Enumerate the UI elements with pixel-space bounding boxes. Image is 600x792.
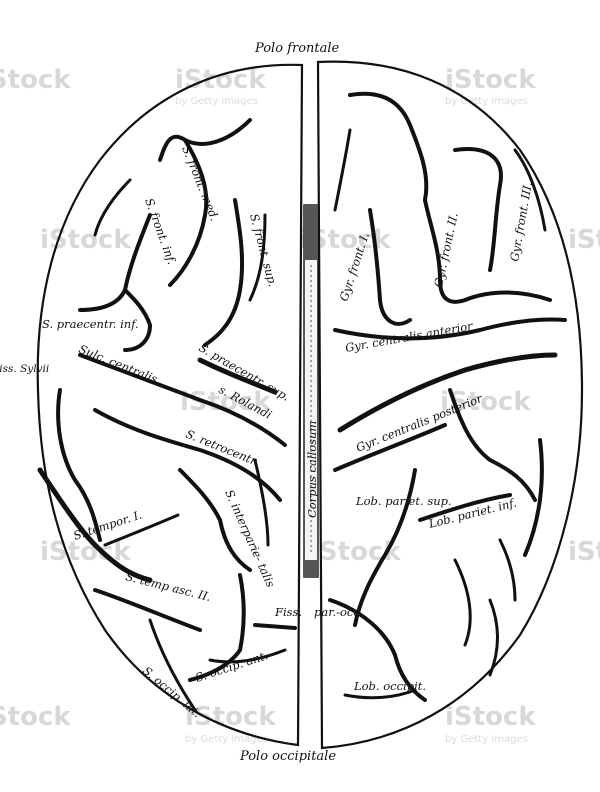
- left-sulci: [37, 118, 297, 712]
- watermark-brand: iStock: [445, 65, 536, 95]
- label-s-interparietalis: S. interparie- talis: [222, 488, 278, 590]
- right-hemisphere-outline: [316, 60, 584, 750]
- label-s-front-sup: S. front. sup.: [247, 212, 280, 288]
- corpus-callosum-strip: [303, 204, 319, 578]
- label-lob-occipit: Lob. occipit.: [353, 679, 426, 693]
- watermark-sub: by Getty Images: [445, 96, 528, 107]
- label-fiss: Fiss.: [274, 605, 302, 619]
- watermark-sub: by Getty Images: [185, 734, 268, 745]
- label-s-front-med: S. front. med.: [179, 144, 222, 223]
- right-sulci: [328, 91, 567, 702]
- label-s-praecentr-inf: S. praecentr. inf.: [42, 317, 139, 331]
- label-lob-pariet-sup: Lob. pariet. sup.: [355, 494, 452, 508]
- label-fiss-sylvii: Fiss. Sylvii: [0, 363, 49, 375]
- label-s-front-inf: S. front. inf.: [142, 196, 179, 266]
- label-corpus-callosum: Corpus callosum: [305, 421, 319, 518]
- watermark-brand: iStock: [180, 387, 271, 417]
- watermark-brand: iStock: [568, 537, 600, 567]
- label-gyr-front-iii: Gyr. front. III.: [507, 181, 535, 263]
- watermark-brand: iStock: [185, 702, 276, 732]
- watermark-sub: by Getty Images: [175, 96, 258, 107]
- label-polo-occipitale: Polo occipitale: [239, 749, 336, 764]
- label-gyr-centralis-posterior: Gyr. centralis posterior: [354, 391, 486, 455]
- watermark-brand: iStock: [445, 702, 536, 732]
- label-s-temp-asc-ii: S. temp asc. II.: [124, 569, 212, 604]
- label-polo-frontale: Polo frontale: [254, 41, 340, 56]
- label-par-occ: par.-occ.: [314, 605, 363, 619]
- label-sulc-centralis: Sulc. centralis: [77, 342, 160, 386]
- watermark-sub: by Getty Images: [445, 734, 528, 745]
- watermark-brand: iStock: [175, 65, 266, 95]
- left-hemisphere-outline: [36, 63, 304, 747]
- watermark-brand: iStock: [568, 225, 600, 255]
- label-s-occip-ant: S. occip. ant.: [194, 648, 270, 685]
- watermark-brand: iStock: [0, 65, 71, 95]
- watermark-brand: iStock: [0, 702, 71, 732]
